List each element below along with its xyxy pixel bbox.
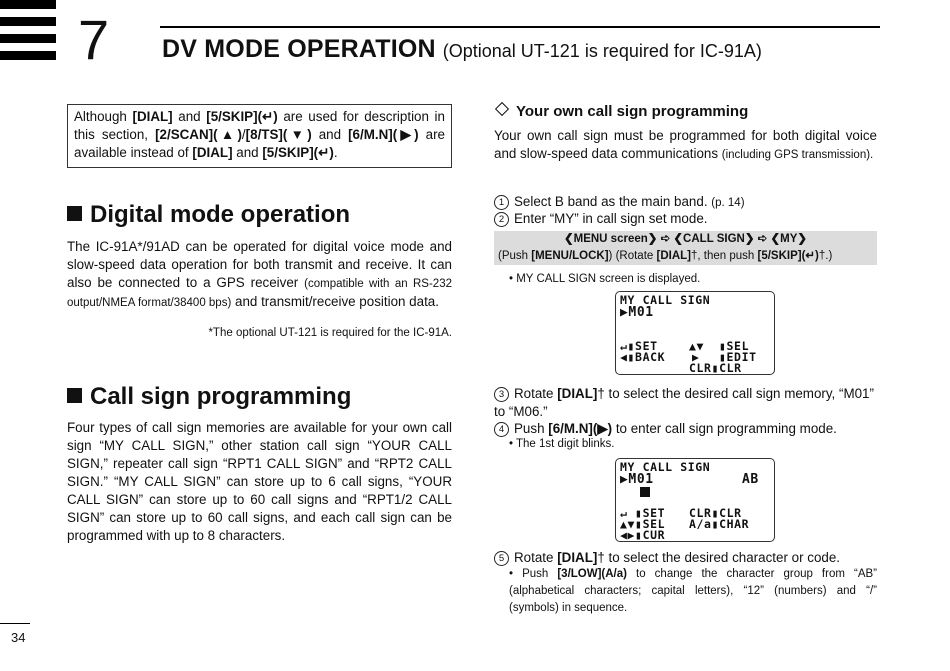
own-call-sign-intro: Your own call sign must be programmed fo…: [494, 128, 877, 161]
lcd-set: ↵ ▮SET: [620, 506, 666, 520]
title-rule: [160, 26, 880, 28]
lcd-char-group: AB: [742, 472, 759, 487]
page-title-main: DV MODE OPERATION: [162, 35, 436, 63]
lcd-clr: CLR▮CLR: [689, 506, 742, 520]
lcd-right: ▶: [692, 350, 700, 364]
page-number: 34: [11, 630, 26, 645]
chapter-number: 7: [78, 8, 110, 71]
bullet-first-digit-blinks: • The 1st digit blinks.: [509, 438, 615, 450]
heading-call-sign-programming: Call sign programming: [67, 383, 351, 411]
diamond-icon: [494, 101, 510, 117]
menu-push-instructions: (Push [MENU/LOCK]) (Rotate [DIAL]†, then…: [498, 250, 833, 262]
lcd-set: ↵▮SET: [620, 339, 658, 353]
page-title: DV MODE OPERATION (Optional UT-121 is re…: [162, 32, 762, 68]
digital-footnote: *The optional UT-121 is required for the…: [208, 327, 452, 339]
heading-own-call-sign: Your own call sign programming: [494, 101, 748, 120]
menu-path: ❮MENU screen❯ ➪ ❮CALL SIGN❯ ➪ ❮MY❯: [563, 233, 808, 245]
square-bullet-icon: [67, 388, 82, 403]
note-box: Although [DIAL] and [5/SKIP](↵) are used…: [67, 104, 452, 168]
lcd-title: MY CALL SIGN: [620, 460, 711, 474]
call-sign-paragraph: Four types of call sign memories are ava…: [67, 420, 452, 543]
lcd-updown: ▲▼: [689, 339, 705, 353]
bullet-screen-displayed: • MY CALL SIGN screen is displayed.: [509, 273, 701, 285]
page-number-rule: [0, 623, 30, 624]
bullet-char-group: • Push [3/LOW](A/a) to change the charac…: [509, 568, 877, 614]
lcd-memory: ▶M01: [620, 472, 654, 487]
square-bullet-icon: [67, 206, 82, 221]
page-title-optional: (Optional UT-121 is required for IC-91A): [442, 41, 762, 61]
lcd-memory: ▶M01: [620, 305, 654, 320]
lcd-programming-screen: MY CALL SIGN ▶M01 AB ↵ ▮SET CLR▮CLR ▲▼▮S…: [615, 458, 775, 542]
menu-path-box: ❮MENU screen❯ ➪ ❮CALL SIGN❯ ➪ ❮MY❯ (Push…: [494, 231, 877, 265]
lcd-clr: CLR▮CLR: [689, 361, 742, 375]
blinking-cursor-icon: [640, 487, 650, 497]
lcd-char: A/a▮CHAR: [689, 517, 750, 531]
lcd-back: ◀▮BACK: [620, 350, 666, 364]
digital-mode-paragraph: The IC-91A*/91AD can be operated for dig…: [67, 239, 452, 309]
lcd-title: MY CALL SIGN: [620, 293, 711, 307]
lcd-sel: ▲▼▮SEL: [620, 517, 666, 531]
lcd-my-call-sign-screen: MY CALL SIGN ▶M01 ↵▮SET ▲▼ ▮SEL ◀▮BACK ▶…: [615, 291, 775, 375]
heading-digital-mode: Digital mode operation: [67, 201, 350, 229]
lcd-cur: ◀▶▮CUR: [620, 528, 666, 542]
lcd-edit: ▮EDIT: [719, 350, 757, 364]
lcd-sel: ▮SEL: [719, 339, 750, 353]
